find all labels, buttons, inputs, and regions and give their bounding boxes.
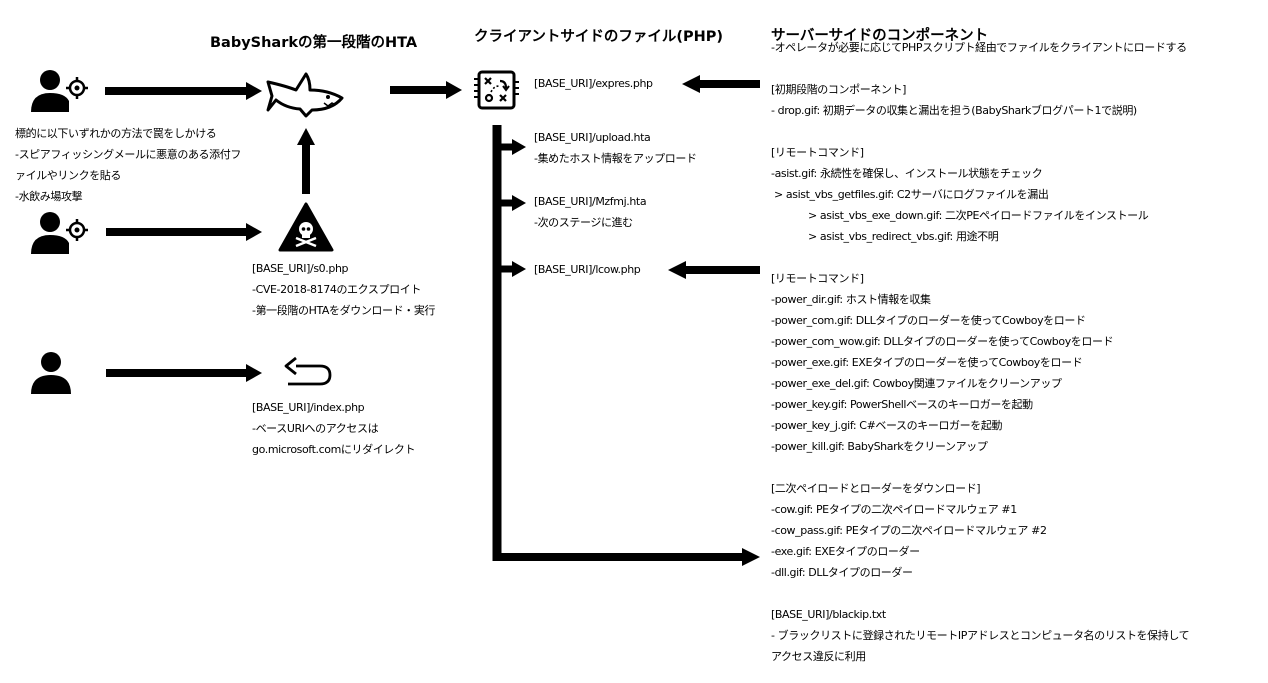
remote2-line: [リモートコマンド] [771, 272, 864, 285]
arrow-shark-to-client [390, 81, 462, 99]
infection-method-line: -水飲み場攻撃 [15, 190, 83, 203]
infection-method-line: 標的に以下いずれかの方法で罠をしかける [15, 127, 217, 140]
expres-php-label: [BASE_URI]/expres.php [534, 73, 653, 94]
payload-line: -exe.gif: EXEタイプのローダー [771, 545, 920, 558]
payload-line: -dll.gif: DLLタイプのローダー [771, 566, 913, 579]
index-line: [BASE_URI]/index.php [252, 401, 365, 414]
remote1-line: [リモートコマンド] [771, 146, 864, 159]
user-icon [31, 352, 71, 394]
index-php-block: [BASE_URI]/index.php -ベースURIへのアクセスは go.m… [252, 397, 415, 460]
infection-method-line: -スピアフィッシングメールに悪意のある添付フ [15, 148, 241, 161]
remote1-line: > asist_vbs_getfiles.gif: C2サーバにログファイルを漏… [774, 188, 1049, 201]
remote2-line: -power_exe.gif: EXEタイプのローダーを使ってCowboyをロー… [771, 356, 1083, 369]
blackip-line: - ブラックリストに登録されたリモートIPアドレスとコンピュータ名のリストを保持… [771, 629, 1190, 642]
server-intro-line: -オペレータが必要に応じてPHPスクリプト経由でファイルをクライアントにロードす… [771, 41, 1187, 54]
server-side-title: サーバーサイドのコンポーネント [771, 28, 989, 44]
remote2-line: -power_kill.gif: BabySharkをクリーンアップ [771, 440, 988, 453]
upload-hta-block: [BASE_URI]/upload.hta -集めたホスト情報をアップロード [534, 127, 697, 169]
branch-payloads [497, 548, 760, 566]
redirect-arrow-icon [284, 356, 332, 386]
upload-line: [BASE_URI]/upload.hta [534, 131, 651, 144]
branch-lcow [497, 261, 526, 277]
branch-upload [497, 139, 526, 155]
remote1-line: > asist_vbs_exe_down.gif: 二次PEペイロードファイルを… [808, 209, 1149, 222]
server-remote-commands-1: [リモートコマンド] -asist.gif: 永続性を確保し、インストール状態を… [771, 142, 1149, 247]
server-initial-block: [初期段階のコンポーネント] - drop.gif: 初期データの収集と漏出を担… [771, 79, 1137, 121]
server-intro: -オペレータが必要に応じてPHPスクリプト経由でファイルをクライアントにロードす… [771, 37, 1187, 58]
skull-warning-icon [278, 202, 334, 252]
client-side-title: クライアントサイドのファイル(PHP) [474, 29, 724, 45]
remote2-line: -power_com_wow.gif: DLLタイプのローダーを使ってCowbo… [771, 335, 1114, 348]
s0-php-block: [BASE_URI]/s0.php -CVE-2018-8174のエクスプロイト… [252, 258, 435, 321]
lcow-line: [BASE_URI]/lcow.php [534, 263, 641, 276]
index-line: go.microsoft.comにリダイレクト [252, 443, 416, 456]
remote1-line: -asist.gif: 永続性を確保し、インストール状態をチェック [771, 167, 1043, 180]
arrow-server-to-lcow [668, 261, 760, 279]
attacker-target-icon [31, 70, 88, 112]
server-remote-commands-2: [リモートコマンド] -power_dir.gif: ホスト情報を収集 -pow… [771, 268, 1114, 457]
payload-line: -cow.gif: PEタイプの二次ペイロードマルウェア #1 [771, 503, 1017, 516]
initial-line: [初期段階のコンポーネント] [771, 83, 906, 96]
blackip-line: [BASE_URI]/blackip.txt [771, 608, 886, 621]
s0-line: -第一段階のHTAをダウンロード・実行 [252, 304, 436, 317]
remote2-line: -power_exe_del.gif: Cowboy関連ファイルをクリーンアップ [771, 377, 1062, 390]
shark-icon [266, 72, 344, 118]
s0-line: -CVE-2018-8174のエクスプロイト [252, 283, 421, 296]
upload-line: -集めたホスト情報をアップロード [534, 152, 697, 165]
arrow-attacker-to-exploit [106, 223, 262, 241]
arrow-attacker-to-shark [105, 82, 262, 100]
mzfmj-hta-block: [BASE_URI]/Mzfmj.hta -次のステージに進む [534, 191, 647, 233]
index-line: -ベースURIへのアクセスは [252, 422, 379, 435]
initial-line: - drop.gif: 初期データの収集と漏出を担う(BabySharkブログパ… [771, 104, 1137, 117]
remote2-line: -power_key_j.gif: C#ベースのキーロガーを起動 [771, 419, 1003, 432]
arrow-user-to-index [106, 364, 262, 382]
remote2-line: -power_dir.gif: ホスト情報を収集 [771, 293, 931, 306]
remote2-line: -power_key.gif: PowerShellベースのキーロガーを起動 [771, 398, 1033, 411]
payload-line: [二次ペイロードとローダーをダウンロード] [771, 482, 981, 495]
attacker-target-icon [31, 212, 88, 254]
s0-line: [BASE_URI]/s0.php [252, 262, 349, 275]
branch-mzfmj [497, 195, 526, 211]
first-stage-title: BabySharkの第一段階のHTA [210, 35, 418, 51]
expres-line: [BASE_URI]/expres.php [534, 77, 653, 90]
blackip-line: アクセス違反に利用 [771, 650, 866, 663]
arrow-server-to-expres [682, 75, 760, 93]
infection-method-line: ァイルやリンクを貼る [15, 169, 121, 182]
payload-line: -cow_pass.gif: PEタイプの二次ペイロードマルウェア #2 [771, 524, 1047, 537]
arrow-exploit-to-shark [297, 128, 315, 194]
remote2-line: -power_com.gif: DLLタイプのローダーを使ってCowboyをロー… [771, 314, 1086, 327]
lcow-php-label: [BASE_URI]/lcow.php [534, 259, 641, 280]
infection-methods: 標的に以下いずれかの方法で罠をしかける -スピアフィッシングメールに悪意のある添… [15, 123, 241, 207]
mzfmj-line: -次のステージに進む [534, 216, 633, 229]
remote1-line: > asist_vbs_redirect_vbs.gif: 用途不明 [808, 230, 999, 243]
server-blackip-block: [BASE_URI]/blackip.txt - ブラックリストに登録されたリモ… [771, 604, 1190, 667]
server-payloads-block: [二次ペイロードとローダーをダウンロード] -cow.gif: PEタイプの二次… [771, 478, 1047, 583]
mzfmj-line: [BASE_URI]/Mzfmj.hta [534, 195, 647, 208]
file-strategy-icon [474, 70, 519, 110]
